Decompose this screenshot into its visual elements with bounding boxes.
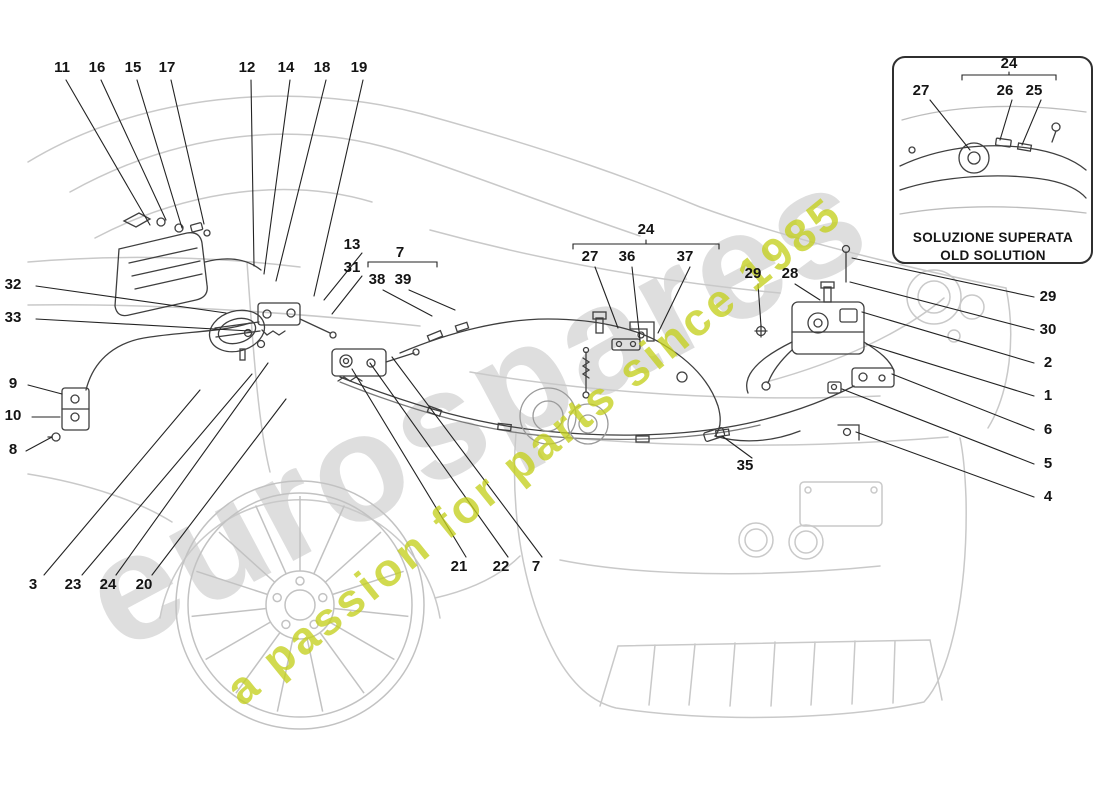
callout-5: 5 — [1043, 455, 1053, 472]
callout-24: 24 — [637, 221, 655, 238]
callout-4: 4 — [1043, 488, 1053, 505]
callout-16: 16 — [88, 59, 106, 76]
callout-14: 14 — [277, 59, 295, 76]
callout-2: 2 — [1043, 354, 1053, 371]
callout-10: 10 — [4, 407, 22, 424]
inset-title: SOLUZIONE SUPERATA OLD SOLUTION — [896, 229, 1090, 265]
callout-12: 12 — [238, 59, 256, 76]
callout-9: 9 — [8, 375, 18, 392]
callout-7: 7 — [531, 558, 541, 575]
callout-7: 7 — [395, 244, 405, 261]
callout-35: 35 — [736, 457, 754, 474]
callout-18: 18 — [313, 59, 331, 76]
callout-20: 20 — [135, 576, 153, 593]
callout-19: 19 — [350, 59, 368, 76]
callout-13: 13 — [343, 236, 361, 253]
callout-29: 29 — [744, 265, 762, 282]
callout-17: 17 — [158, 59, 176, 76]
callout-29: 29 — [1039, 288, 1057, 305]
callout-22: 22 — [492, 558, 510, 575]
callout-30: 30 — [1039, 321, 1057, 338]
car-body-art — [27, 95, 1012, 719]
callout-24: 24 — [99, 576, 117, 593]
callout-39: 39 — [394, 271, 412, 288]
leader-lines — [25, 79, 1035, 576]
inset-title-line2: OLD SOLUTION — [940, 248, 1046, 264]
callout-27: 27 — [581, 248, 599, 265]
callout-27: 27 — [912, 82, 930, 99]
callout-8: 8 — [8, 441, 18, 458]
callout-3: 3 — [28, 576, 38, 593]
callout-11: 11 — [54, 59, 70, 76]
callout-6: 6 — [1043, 421, 1053, 438]
callout-25: 25 — [1025, 82, 1043, 99]
callout-37: 37 — [676, 248, 694, 265]
callout-1: 1 — [1043, 387, 1053, 404]
mechanism-art — [47, 212, 895, 445]
callout-38: 38 — [368, 271, 386, 288]
inset-title-line1: SOLUZIONE SUPERATA — [912, 230, 1074, 245]
callout-32: 32 — [4, 276, 22, 293]
callout-28: 28 — [781, 265, 799, 282]
callout-26: 26 — [996, 82, 1014, 99]
callout-24: 24 — [1000, 55, 1018, 72]
wheel-art — [175, 480, 425, 730]
callout-33: 33 — [4, 309, 22, 326]
callout-23: 23 — [64, 576, 82, 593]
callout-36: 36 — [618, 248, 636, 265]
callout-15: 15 — [124, 59, 142, 76]
inset-box-art — [892, 56, 1093, 264]
callout-31: 31 — [343, 259, 361, 276]
callout-21: 21 — [450, 558, 468, 575]
